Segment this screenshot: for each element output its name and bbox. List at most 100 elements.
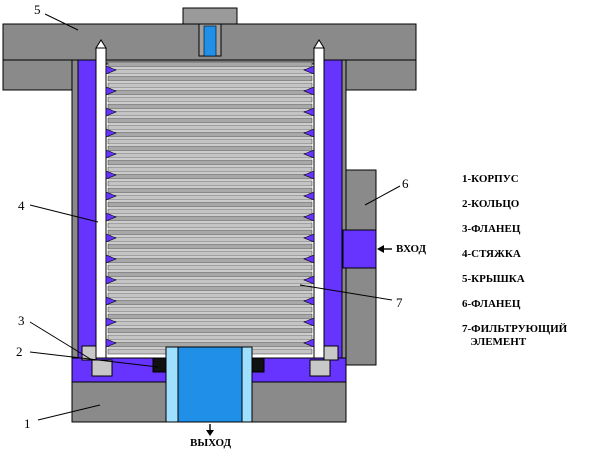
callout-7: 7 (396, 295, 403, 310)
callout-4: 4 (18, 198, 25, 213)
filter-disc (107, 299, 313, 306)
filter-disc (107, 152, 313, 159)
element-tooth (303, 65, 315, 75)
element-tooth (303, 338, 315, 348)
element-tooth (105, 317, 117, 327)
filter-disc (107, 68, 313, 75)
filter-disc (107, 222, 313, 229)
filter-disc (107, 257, 313, 264)
outlet-pipe (177, 346, 243, 423)
callout-3: 3 (18, 313, 25, 328)
legend-item-tie: 4-СТЯЖКА (462, 248, 521, 260)
leader-4 (29, 204, 99, 223)
legend-item-lid: 5-КРЫШКА (462, 273, 525, 285)
filter-disc (107, 327, 313, 334)
element-tooth (303, 212, 315, 222)
element-tooth (105, 107, 117, 117)
filter-disc (107, 306, 313, 313)
element-tooth (105, 170, 117, 180)
element-tooth (105, 296, 117, 306)
filter-disc (107, 110, 313, 117)
element-tooth (303, 107, 315, 117)
element-tooth (105, 233, 117, 243)
filter-disc (107, 61, 313, 68)
element-tooth (105, 128, 117, 138)
nut-right-lower (309, 359, 331, 377)
filter-disc (107, 194, 313, 201)
element-tooth (303, 296, 315, 306)
filter-disc (107, 201, 313, 208)
nut-right-upper (323, 345, 339, 361)
filter-disc (107, 341, 313, 348)
legend-item-ring: 2-КОЛЬЦО (462, 198, 520, 210)
filter-disc (107, 320, 313, 327)
filter-disc (107, 215, 313, 222)
element-tooth (105, 86, 117, 96)
filter-disc (107, 250, 313, 257)
element-tooth (303, 128, 315, 138)
filter-disc (107, 229, 313, 236)
leader-2 (29, 351, 159, 368)
filter-disc (107, 243, 313, 250)
legend-item-flange: 3-ФЛАНЕЦ (462, 223, 521, 235)
seal-ring-left (152, 357, 168, 373)
filter-disc (107, 103, 313, 110)
callout-5: 5 (34, 2, 41, 17)
legend-item-flange-2: 6-ФЛАНЕЦ (462, 298, 521, 310)
filter-disc (107, 264, 313, 271)
leader-5 (44, 13, 79, 31)
element-tooth (105, 191, 117, 201)
filter-disc (107, 334, 313, 341)
nut-left-lower (91, 359, 113, 377)
lid-side-plate-left (2, 59, 76, 91)
filter-disc (107, 173, 313, 180)
leader-3 (29, 321, 93, 361)
element-tooth (105, 149, 117, 159)
lid-side-plate-right (342, 59, 417, 91)
filter-disc (107, 236, 313, 243)
callout-2: 2 (16, 344, 23, 359)
filter-element (105, 61, 315, 355)
filter-disc (107, 313, 313, 320)
filter-disc (107, 124, 313, 131)
filter-disc (107, 180, 313, 187)
top-nozzle-nut (182, 7, 238, 25)
inlet-label: ВХОД (396, 243, 427, 255)
filter-disc (107, 187, 313, 194)
top-nozzle-channel (203, 25, 217, 57)
element-tooth (105, 338, 117, 348)
element-tooth (105, 65, 117, 75)
filter-disc (107, 159, 313, 166)
inlet-channel (342, 229, 377, 269)
filter-disc (107, 96, 313, 103)
filter-disc (107, 75, 313, 82)
legend-item-filter-element: 7-ФИЛЬТРУЮЩИЙ ЭЛЕМЕНТ (462, 323, 568, 348)
bolt-right-tip (313, 39, 325, 49)
bolt-right (313, 47, 325, 379)
filter-disc (107, 285, 313, 292)
leader-6 (364, 185, 401, 206)
filter-disc (107, 278, 313, 285)
filter-disc (107, 117, 313, 124)
filter-disc (107, 208, 313, 215)
element-tooth (303, 86, 315, 96)
callout-6: 6 (402, 176, 409, 191)
bolt-left (95, 47, 107, 379)
inlet-arrow-head (377, 245, 384, 253)
filter-disc (107, 138, 313, 145)
filter-disc (107, 145, 313, 152)
filter-disc (107, 271, 313, 278)
element-tooth (303, 275, 315, 285)
filter-disc (107, 166, 313, 173)
bolt-left-tip (95, 39, 107, 49)
element-tooth (105, 212, 117, 222)
callout-1: 1 (24, 416, 31, 431)
leader-1 (37, 404, 101, 421)
element-tooth (105, 275, 117, 285)
element-tooth (303, 170, 315, 180)
element-tooth (303, 317, 315, 327)
element-tooth (303, 191, 315, 201)
filter-disc (107, 82, 313, 89)
